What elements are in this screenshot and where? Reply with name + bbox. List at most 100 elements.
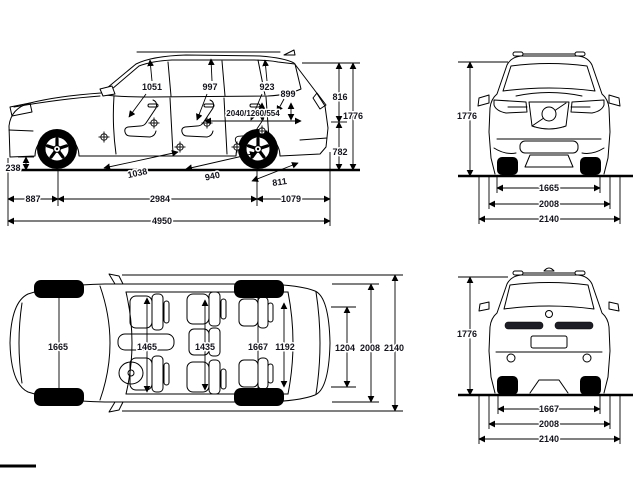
b-pillar bbox=[167, 61, 172, 97]
front-view: 1776 1665 2008 2140 bbox=[455, 51, 633, 226]
label-overall-height: 1776 bbox=[457, 329, 477, 339]
roof-rail bbox=[512, 51, 524, 57]
wheel bbox=[234, 280, 284, 298]
side-car-body bbox=[8, 49, 329, 171]
wheel bbox=[34, 388, 84, 406]
label-track-rear: 1667 bbox=[539, 404, 559, 414]
label-loading-height: 782 bbox=[332, 147, 347, 157]
label-track-rear: 1667 bbox=[248, 342, 268, 352]
front-right-tire bbox=[580, 157, 601, 175]
label-wheelbase: 2984 bbox=[150, 194, 170, 204]
air-intake bbox=[519, 140, 579, 154]
right-mirror bbox=[608, 301, 620, 312]
label-width-mirrors: 2140 bbox=[539, 214, 559, 224]
side-dimensions: 1051 997 923 899 2040/1260/554 816 1776 … bbox=[4, 58, 365, 228]
reference-point bbox=[201, 117, 213, 129]
bumper-notch bbox=[529, 379, 569, 394]
dim-legroom-rear bbox=[251, 162, 299, 182]
label-overall-height: 1776 bbox=[343, 111, 363, 121]
wheel bbox=[34, 280, 84, 298]
front-dimensions: 1776 1665 2008 2140 bbox=[455, 61, 621, 226]
label-cargo-height: 899 bbox=[280, 89, 295, 99]
label-body-width: 2008 bbox=[539, 199, 559, 209]
label-overall-length: 4950 bbox=[152, 216, 172, 226]
tailgate-edge bbox=[315, 291, 321, 395]
windshield-base bbox=[99, 285, 111, 401]
front-wheel bbox=[35, 127, 79, 171]
top-dimensions: 1665 1465 1435 1667 1192 1204 2008 2140 bbox=[46, 274, 406, 412]
right-headlight bbox=[570, 99, 605, 114]
reflector bbox=[582, 353, 592, 363]
front-left-tire bbox=[497, 157, 518, 175]
brand-emblem bbox=[541, 106, 557, 122]
grille bbox=[528, 101, 570, 130]
label-body-width: 2008 bbox=[360, 343, 380, 353]
label-front-overhang: 887 bbox=[25, 194, 40, 204]
headlight bbox=[9, 102, 33, 117]
label-rear-overhang: 1079 bbox=[281, 194, 301, 204]
rear-dimensions: 1776 1667 2008 2140 bbox=[455, 276, 621, 446]
right-mirror bbox=[608, 94, 621, 107]
side-glasshouse bbox=[104, 59, 302, 98]
license-plate bbox=[530, 335, 568, 349]
roof-front-edge bbox=[125, 291, 133, 395]
brand-emblem bbox=[545, 310, 553, 318]
label-track-front: 1665 bbox=[48, 342, 68, 352]
windshield bbox=[502, 63, 596, 92]
label-legroom-front: 1038 bbox=[127, 166, 149, 180]
label-tailgate-height: 816 bbox=[332, 92, 347, 102]
left-taillight bbox=[504, 321, 544, 330]
right-taillight bbox=[554, 321, 594, 330]
skid-plate bbox=[524, 154, 574, 168]
side-mirror bbox=[99, 85, 116, 97]
rear-right-tire bbox=[580, 376, 601, 395]
label-legroom-rear: 811 bbox=[272, 176, 288, 188]
label-cargo-width: 1204 bbox=[335, 343, 355, 353]
door-handle bbox=[249, 103, 261, 108]
antenna-fin bbox=[543, 267, 555, 272]
reference-point bbox=[148, 117, 160, 129]
roof-rail bbox=[574, 51, 586, 57]
door-handle bbox=[147, 103, 159, 108]
roof-rail bbox=[512, 270, 524, 276]
dim-legroom-middle bbox=[185, 151, 257, 171]
left-mirror bbox=[477, 94, 490, 107]
door-handle bbox=[203, 103, 215, 108]
d-pillar bbox=[257, 59, 266, 96]
rear-car-body bbox=[478, 267, 620, 395]
rear-window bbox=[503, 282, 595, 310]
label-width-mirrors: 2140 bbox=[539, 434, 559, 444]
label-ground-clearance: 238 bbox=[5, 163, 20, 173]
rear-left-tire bbox=[497, 376, 518, 395]
front-car-body bbox=[477, 51, 621, 175]
right-mirror bbox=[108, 401, 124, 413]
steering-wheel bbox=[118, 361, 144, 385]
label-legroom-middle: 940 bbox=[204, 170, 221, 183]
roof-rail bbox=[574, 270, 586, 276]
reference-point bbox=[98, 131, 110, 143]
label-shoulder-rear: 1192 bbox=[275, 342, 295, 352]
label-overall-height: 1776 bbox=[457, 111, 477, 121]
left-mirror bbox=[108, 273, 124, 285]
dim-legroom-front bbox=[103, 149, 179, 171]
label-cargo-length: 2040/1260/554 bbox=[226, 109, 280, 118]
reflector bbox=[506, 353, 516, 363]
antenna-fin bbox=[283, 49, 296, 56]
top-view: 1665 1465 1435 1667 1192 1204 2008 2140 bbox=[0, 273, 406, 468]
label-shoulder-front: 1465 bbox=[137, 342, 157, 352]
rear-wheel bbox=[236, 127, 280, 171]
reference-point bbox=[174, 141, 186, 153]
label-track-front: 1665 bbox=[539, 183, 559, 193]
left-headlight bbox=[493, 99, 528, 114]
hood-line bbox=[13, 95, 101, 108]
c-pillar bbox=[221, 60, 226, 97]
rear-view: 1776 1667 2008 2140 bbox=[455, 267, 633, 446]
label-headroom-middle: 997 bbox=[202, 82, 217, 92]
label-body-width: 2008 bbox=[539, 419, 559, 429]
left-mirror bbox=[478, 301, 490, 312]
side-view: 1051 997 923 899 2040/1260/554 816 1776 … bbox=[4, 49, 365, 228]
taillight bbox=[312, 92, 327, 110]
label-headroom-front: 1051 bbox=[142, 82, 162, 92]
